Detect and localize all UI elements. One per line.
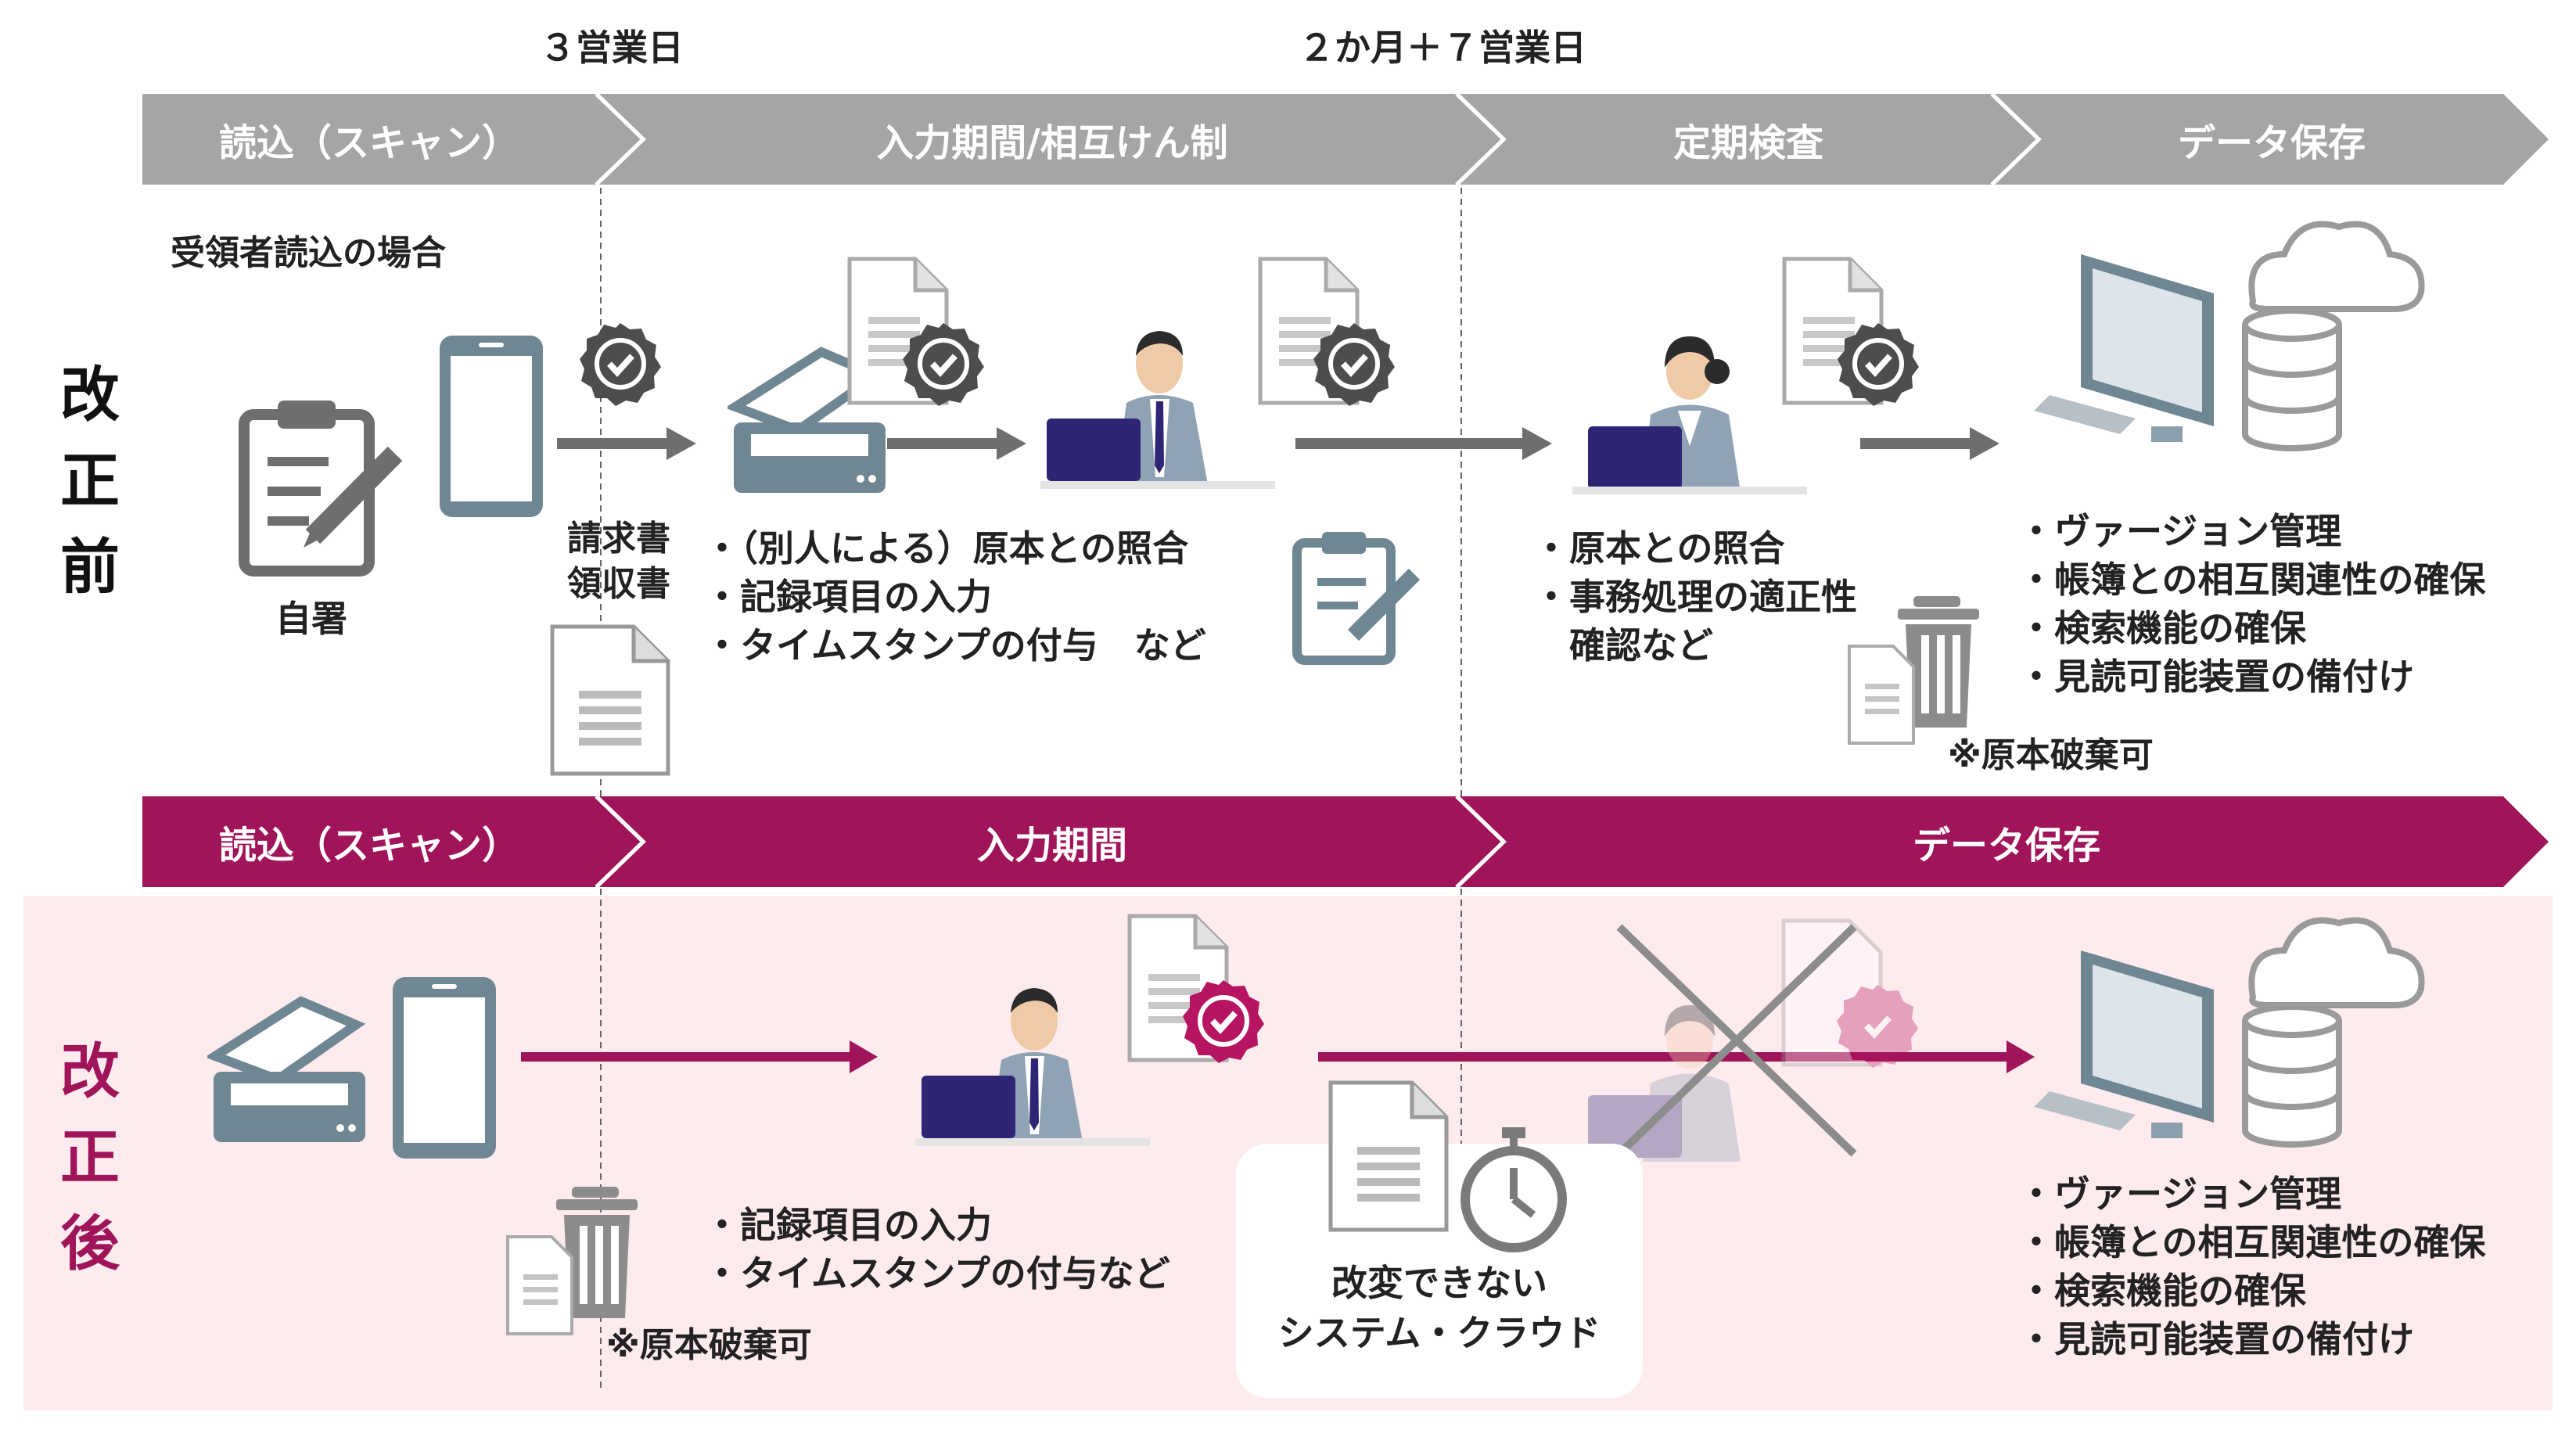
office-worker-male-icon [1040, 331, 1275, 489]
before-side-label: 改 正 前 [60, 360, 120, 602]
after-office-worker-icon [915, 988, 1150, 1146]
after-input-bullets: ・記録項目の入力 ・タイムスタンプの付与など [704, 1204, 1170, 1295]
abolished-inspection-icon [1588, 918, 1918, 1162]
after-smartphone-icon [393, 977, 496, 1159]
timeline-three-days: ３営業日 [540, 27, 684, 69]
system-label: 改変できない システム・クラウド [1277, 1262, 1601, 1354]
before-discard-note: ※原本破棄可 [1948, 735, 2154, 775]
before-stage-scan: 読込（スキャン） [218, 121, 519, 165]
documents-label: 請求書 領収書 [567, 519, 670, 604]
scanner-icon [728, 347, 886, 493]
after-document-verified-icon [1127, 914, 1264, 1063]
before-input-bullets: ・（別人による）原本との照合 ・記録項目の入力 ・タイムスタンプの付与 など [704, 527, 1206, 666]
before-inspection-bullets: ・原本との照合 ・事務処理の適正性 確認など [1533, 527, 1857, 666]
after-scanner-icon [207, 996, 366, 1142]
smartphone-icon [440, 336, 543, 517]
system-document-icon [1328, 1080, 1449, 1232]
before-stage-storage: データ保存 [2177, 121, 2366, 165]
stopwatch-icon [1460, 1127, 1567, 1252]
timestamp-check-icon [580, 323, 661, 406]
after-storage-bullets: ・ヴァージョン管理 ・帳簿との相互関連性の確保 ・検索機能の確保 ・見読可能装置… [2018, 1173, 2486, 1360]
after-stage-scan: 読込（スキャン） [218, 824, 519, 868]
storage-server-icon [2034, 221, 2425, 451]
before-storage-bullets: ・ヴァージョン管理 ・帳簿との相互関連性の確保 ・検索機能の確保 ・見読可能装置… [2018, 510, 2486, 698]
after-storage-server-icon [2034, 917, 2425, 1148]
document-verified-icon [847, 257, 984, 406]
timeline-two-months: ２か月＋７営業日 [1299, 27, 1586, 69]
clipboard-checklist-icon [1292, 532, 1421, 665]
signature-label: 自署 [275, 598, 347, 640]
discard-trash-icon [1848, 596, 1979, 745]
paper-document-icon [550, 624, 670, 776]
before-subtitle: 受領者読込の場合 [171, 233, 446, 273]
after-discard-note: ※原本破棄可 [606, 1325, 812, 1365]
document-verified-icon-2 [1258, 257, 1395, 406]
clipboard-signature-icon [239, 401, 403, 577]
after-discard-trash-icon [506, 1187, 638, 1335]
before-stage-inspection: 定期検査 [1672, 121, 1823, 165]
before-stage-input: 入力期間/相互けん制 [876, 121, 1228, 165]
after-stage-storage: データ保存 [1912, 824, 2100, 868]
after-side-label: 改 正 後 [60, 1037, 120, 1279]
document-verified-icon-3 [1782, 257, 1919, 406]
office-worker-female-icon [1572, 336, 1807, 494]
after-stage-input: 入力期間 [976, 824, 1127, 868]
